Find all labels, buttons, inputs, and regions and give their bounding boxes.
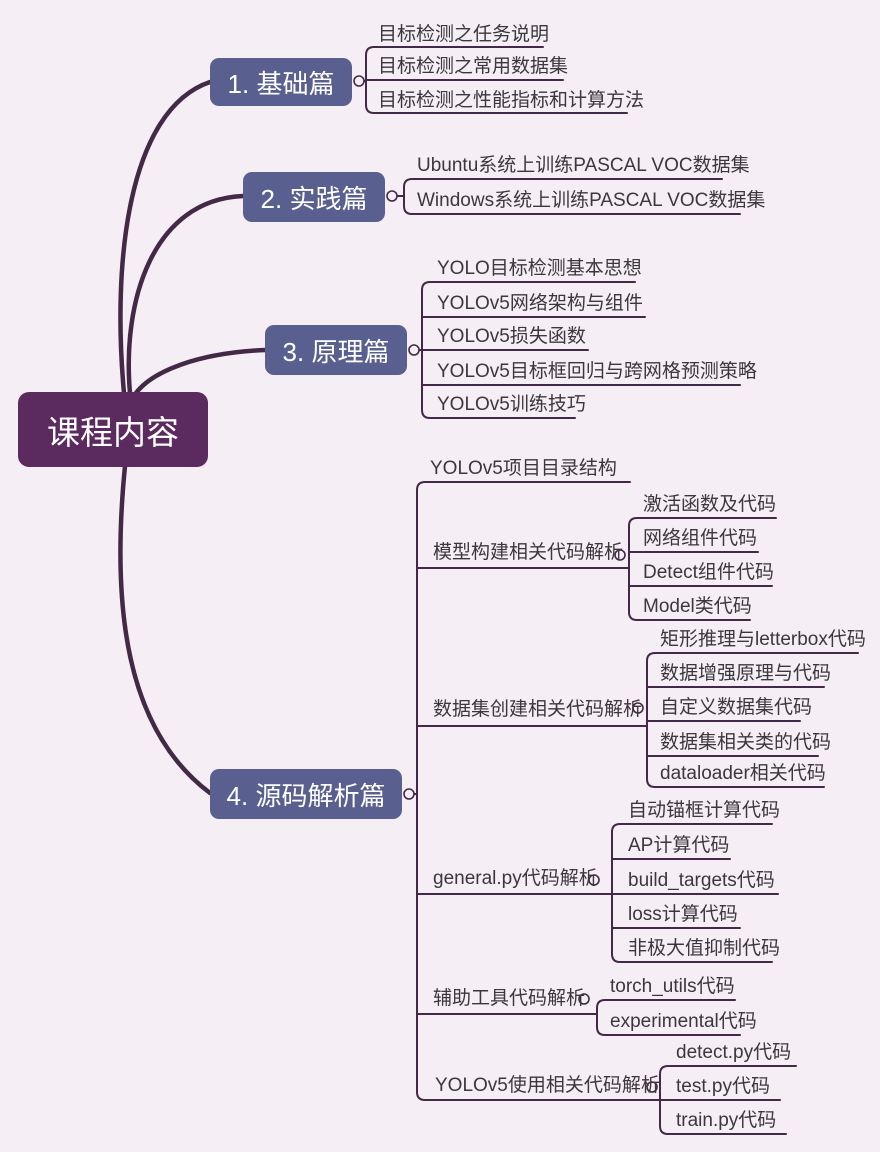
bracket-practice: [396, 178, 741, 215]
bracket-general-py: [611, 823, 779, 963]
leaf-topic[interactable]: dataloader相关代码: [660, 763, 826, 784]
collapse-toggle[interactable]: [588, 874, 600, 886]
branch-node-theory[interactable]: 3. 原理篇: [265, 325, 407, 375]
leaf-topic[interactable]: 自动锚框计算代码: [628, 800, 781, 821]
leaf-topic[interactable]: YOLOv5训练技巧: [437, 394, 586, 415]
collapse-toggle[interactable]: [632, 702, 644, 714]
leaf-topic[interactable]: Windows系统上训练PASCAL VOC数据集: [417, 190, 766, 211]
bracket-source-main: [413, 481, 661, 1101]
leaf-topic[interactable]: Detect组件代码: [643, 562, 774, 583]
collapse-toggle[interactable]: [403, 788, 415, 800]
bracket-model-build: [628, 517, 777, 621]
branch-node-basics[interactable]: 1. 基础篇: [210, 58, 352, 106]
leaf-topic[interactable]: torch_utils代码: [610, 976, 735, 997]
leaf-topic[interactable]: AP计算代码: [628, 835, 730, 856]
branch-node-source[interactable]: 4. 源码解析篇: [210, 769, 402, 819]
bracket-usage: [659, 1065, 797, 1135]
leaf-topic[interactable]: YOLO目标检测基本思想: [437, 258, 642, 279]
edge-root-to-theory: [133, 347, 268, 396]
leaf-topic[interactable]: build_targets代码: [628, 870, 775, 891]
leaf-topic[interactable]: 目标检测之任务说明: [378, 24, 550, 45]
leaf-topic[interactable]: YOLOv5项目目录结构: [430, 458, 617, 479]
subbranch-helper-tools[interactable]: 辅助工具代码解析: [433, 988, 586, 1009]
collapse-toggle[interactable]: [353, 75, 365, 87]
subbranch-model-build[interactable]: 模型构建相关代码解析: [433, 542, 624, 563]
leaf-topic[interactable]: detect.py代码: [676, 1042, 792, 1063]
edge-root-to-basics: [118, 79, 213, 396]
leaf-topic[interactable]: YOLOv5损失函数: [437, 326, 586, 347]
collapse-toggle[interactable]: [386, 190, 398, 202]
collapse-toggle[interactable]: [408, 344, 420, 356]
leaf-topic[interactable]: 目标检测之常用数据集: [378, 56, 569, 77]
edge-root-to-source: [118, 463, 213, 796]
leaf-topic[interactable]: 矩形推理与letterbox代码: [660, 629, 866, 650]
root-node[interactable]: 课程内容: [18, 392, 208, 467]
subbranch-usage[interactable]: YOLOv5使用相关代码解析: [435, 1075, 660, 1096]
subbranch-dataset[interactable]: 数据集创建相关代码解析: [433, 699, 643, 720]
leaf-topic[interactable]: 目标检测之性能指标和计算方法: [378, 90, 645, 111]
bracket-dataset: [646, 652, 859, 788]
collapse-toggle[interactable]: [646, 1081, 658, 1093]
leaf-topic[interactable]: YOLOv5网络架构与组件: [437, 293, 643, 314]
subbranch-general-py[interactable]: general.py代码解析: [433, 868, 598, 889]
bracket-theory: [418, 281, 741, 419]
leaf-topic[interactable]: 自定义数据集代码: [660, 697, 813, 718]
leaf-topic[interactable]: Model类代码: [643, 596, 752, 617]
leaf-topic[interactable]: experimental代码: [610, 1011, 757, 1032]
leaf-topic[interactable]: train.py代码: [676, 1110, 777, 1131]
leaf-topic[interactable]: loss计算代码: [628, 904, 738, 925]
leaf-topic[interactable]: 非极大值抑制代码: [628, 938, 781, 959]
branch-node-practice[interactable]: 2. 实践篇: [243, 172, 385, 222]
collapse-toggle[interactable]: [614, 549, 626, 561]
leaf-topic[interactable]: Ubuntu系统上训练PASCAL VOC数据集: [417, 155, 750, 176]
bracket-helper-tools: [596, 999, 741, 1036]
leaf-topic[interactable]: YOLOv5目标框回归与跨网格预测策略: [437, 361, 757, 382]
collapse-toggle[interactable]: [578, 993, 590, 1005]
leaf-topic[interactable]: test.py代码: [676, 1076, 770, 1097]
leaf-topic[interactable]: 网络组件代码: [643, 528, 758, 549]
leaf-topic[interactable]: 数据增强原理与代码: [660, 663, 832, 684]
leaf-topic[interactable]: 数据集相关类的代码: [660, 732, 832, 753]
leaf-topic[interactable]: 激活函数及代码: [643, 494, 777, 515]
edge-root-to-practice: [126, 193, 246, 396]
